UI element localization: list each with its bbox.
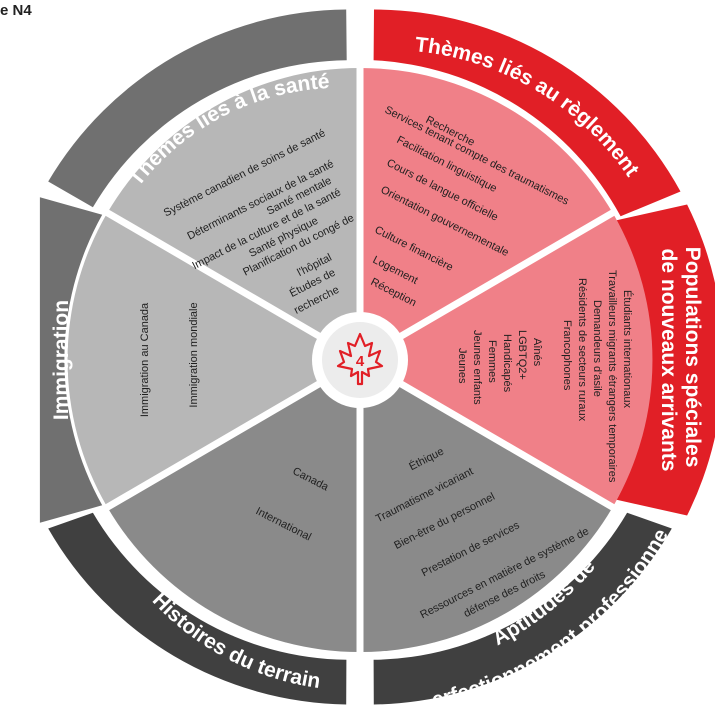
list-item: Francophones — [561, 320, 573, 391]
figure-label: e N4 — [0, 2, 32, 19]
list-item: Jeunes — [456, 348, 468, 384]
list-item: Étudiants internationaux — [621, 290, 634, 409]
wedge-reglement — [360, 67, 613, 360]
wedge-dividers — [104, 66, 616, 654]
list-item: Immigration mondiale — [188, 302, 200, 407]
list-item: Travailleurs migrants étrangers temporai… — [606, 270, 618, 483]
sector-aptitudes-outer — [373, 512, 672, 705]
list-item: Aînés — [531, 338, 543, 367]
center-hub: 4 — [312, 312, 408, 408]
list-item: Résidents de secteurs ruraux — [576, 278, 588, 422]
wedge-populations — [360, 213, 653, 507]
inner-pie — [67, 66, 653, 654]
sector-histoires-outer — [48, 512, 347, 705]
list-item: Immigration au Canada — [139, 302, 151, 417]
title-populations: Populations spéciales de nouveaux arriva… — [657, 247, 704, 473]
items-immigration: Immigration au Canada Immigration mondia… — [139, 302, 200, 417]
wedge-immigration — [67, 213, 361, 507]
title-immigration: Immigration — [50, 300, 73, 420]
maple-leaf-n4-logo-icon: 4 — [336, 332, 384, 386]
items-populations: Étudiants internationaux Travailleurs mi… — [456, 270, 634, 483]
sector-reglement-outer — [373, 9, 681, 217]
sector-sante-outer — [48, 9, 347, 208]
svg-text:4: 4 — [356, 353, 365, 370]
wedge-aptitudes — [360, 360, 613, 653]
list-item: Demandeurs d'asile — [591, 300, 603, 397]
list-item: Handicapés — [501, 334, 513, 393]
list-item: Femmes — [486, 340, 498, 383]
list-item: Jeunes enfants — [471, 330, 483, 405]
wedge-histoires — [107, 360, 360, 653]
sector-immigration-outer — [39, 197, 103, 523]
list-item: LGBTQ2+ — [516, 330, 528, 380]
wedge-sante — [107, 67, 360, 361]
